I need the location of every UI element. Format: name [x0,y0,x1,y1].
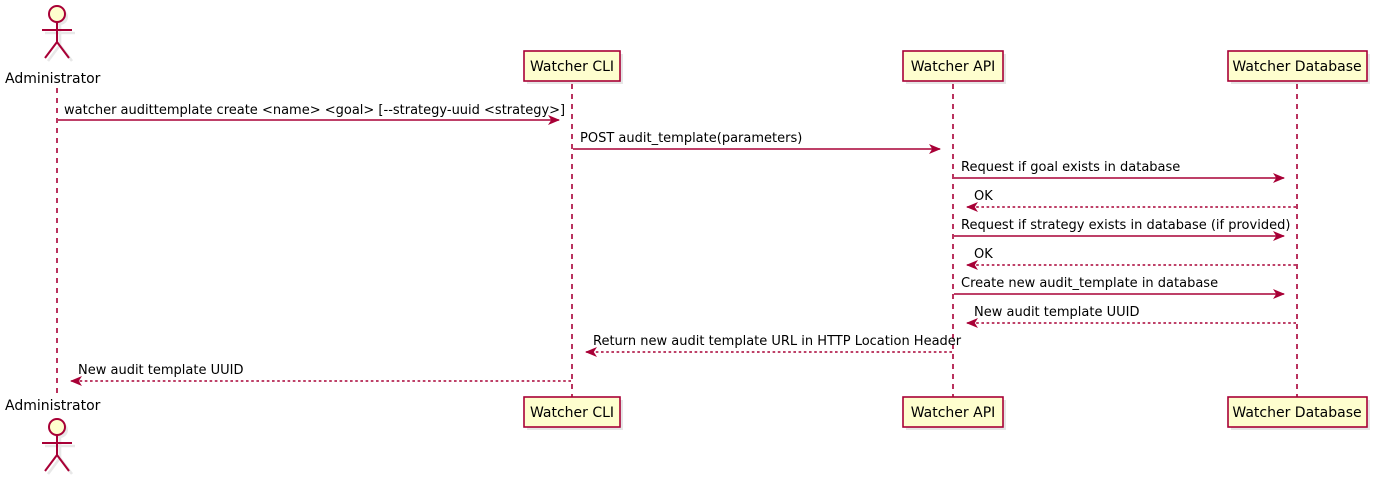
participant-watcher-api-top[interactable]: Watcher API [902,50,1006,84]
participant-watcher-cli-bottom[interactable]: Watcher CLI [523,396,623,430]
message-label: POST audit_template(parameters) [580,131,802,146]
actor-head-icon [48,5,66,23]
message-label: Create new audit_template in database [961,276,1218,291]
actor-right-leg-icon [56,41,70,59]
participant-watcher-cli-top[interactable]: Watcher CLI [523,50,623,84]
actor-administrator-top[interactable]: Administrator [5,5,101,87]
participant-watcher-database-bottom[interactable]: Watcher Database [1227,396,1370,430]
actor-head-icon [48,418,66,436]
participant-label-watcher-database: Watcher Database [1232,405,1361,421]
message-9[interactable]: Return new audit template URL in HTTP Lo… [585,334,962,357]
actor-left-leg-icon [44,41,58,59]
participant-watcher-api-bottom[interactable]: Watcher API [902,396,1006,430]
actor-administrator-bottom[interactable]: Administrator [5,398,101,475]
message-label: Return new audit template URL in HTTP Lo… [593,334,962,349]
participant-watcher-database-top[interactable]: Watcher Database [1227,50,1370,84]
message-7[interactable]: Create new audit_template in database [954,276,1285,299]
participant-box [1227,50,1368,82]
message-label: Request if strategy exists in database (… [961,218,1290,233]
message-8[interactable]: New audit template UUID [966,305,1296,328]
actor-label-administrator-top: Administrator [5,71,101,87]
message-3[interactable]: Request if goal exists in database [954,160,1285,183]
participant-label-watcher-cli: Watcher CLI [530,59,614,75]
participant-box [902,396,1004,428]
message-label: watcher audittemplate create <name> <goa… [64,103,565,118]
message-10[interactable]: New audit template UUID [70,363,571,386]
participant-box [523,396,621,428]
participant-label-watcher-cli: Watcher CLI [530,405,614,421]
actor-left-leg-icon [44,454,58,472]
participant-box [1227,396,1368,428]
message-label: OK [974,189,993,204]
message-label: New audit template UUID [78,363,243,378]
participant-label-watcher-api: Watcher API [911,405,996,421]
lifelines-group [56,84,1298,397]
message-5[interactable]: Request if strategy exists in database (… [954,218,1290,241]
message-label: Request if goal exists in database [961,160,1180,175]
actor-right-leg-icon [56,454,70,472]
message-6[interactable]: OK [966,247,1296,270]
message-label: New audit template UUID [974,305,1139,320]
participant-box [902,50,1004,82]
actor-label-administrator-bottom: Administrator [5,398,101,414]
participant-label-watcher-database: Watcher Database [1232,59,1361,75]
message-1[interactable]: watcher audittemplate create <name> <goa… [58,103,565,125]
participant-label-watcher-api: Watcher API [911,59,996,75]
participant-box [523,50,621,82]
message-label: OK [974,247,993,262]
message-4[interactable]: OK [966,189,1296,212]
message-2[interactable]: POST audit_template(parameters) [573,131,941,154]
